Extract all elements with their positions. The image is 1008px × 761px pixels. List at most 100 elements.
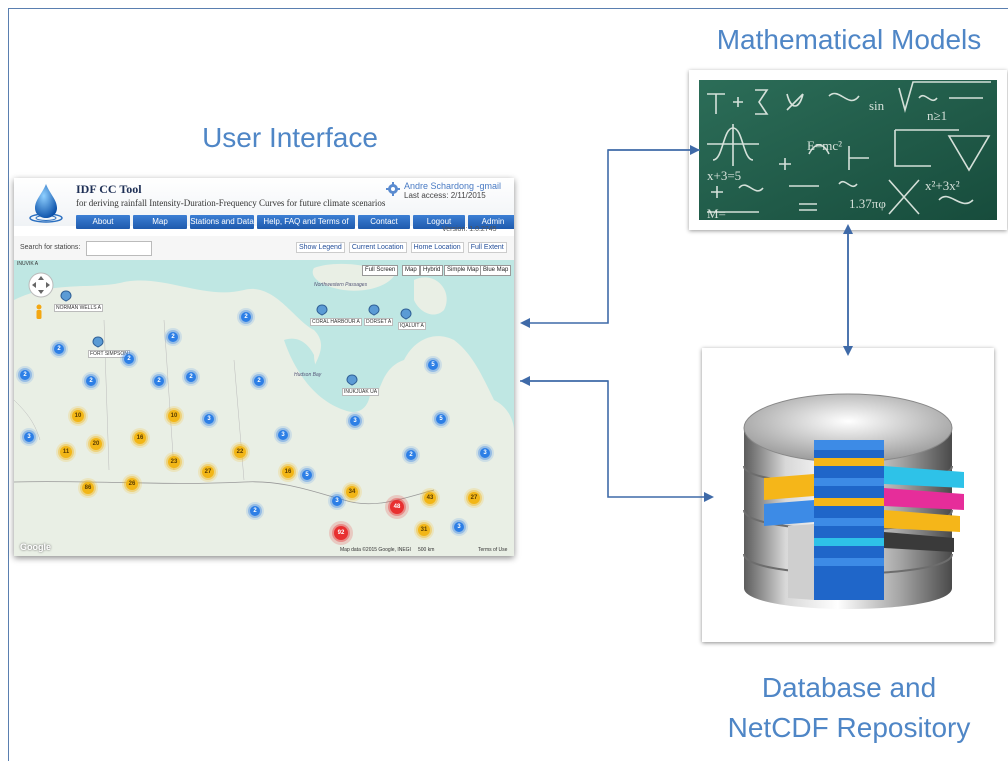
cluster-marker[interactable]: 5 xyxy=(302,470,312,480)
cluster-marker[interactable]: 3 xyxy=(278,430,288,440)
map-label-coral-harbour: CORAL HARBOUR A xyxy=(310,318,362,326)
street-view-pegman-icon[interactable] xyxy=(34,304,44,320)
cluster-marker[interactable]: 86 xyxy=(82,482,94,494)
cluster-marker[interactable]: 92 xyxy=(334,526,348,540)
full-extent-button[interactable]: Full Extent xyxy=(467,242,507,253)
nav-admin[interactable]: Admin xyxy=(468,215,514,229)
cluster-marker[interactable]: 2 xyxy=(250,506,260,516)
database-title-line1: Database and xyxy=(761,672,937,703)
mathematical-models-image: E=mc² x+3=5 sin x²+3x² 1.37πφ M= n≥1 xyxy=(689,70,1007,230)
cluster-marker[interactable]: 2 xyxy=(406,450,416,460)
station-marker-icon[interactable] xyxy=(346,374,358,386)
cluster-marker[interactable]: 27 xyxy=(202,466,214,478)
cluster-marker[interactable]: 23 xyxy=(168,456,180,468)
home-location-button[interactable]: Home Location xyxy=(410,242,464,253)
svg-text:E=mc²: E=mc² xyxy=(807,138,842,153)
search-bar: Search for stations: Show Legend Current… xyxy=(14,236,514,261)
map-type-map[interactable]: Map xyxy=(402,265,420,276)
cluster-marker[interactable]: 16 xyxy=(134,432,146,444)
map-controls: Show Legend Current Location Home Locati… xyxy=(296,242,507,253)
cluster-marker[interactable]: 3 xyxy=(454,522,464,532)
station-marker-icon[interactable] xyxy=(60,290,72,302)
app-subtitle: for deriving rainfall Intensity-Duration… xyxy=(76,198,386,208)
pan-control-icon[interactable] xyxy=(28,272,54,298)
cluster-marker[interactable]: 31 xyxy=(418,524,430,536)
last-access-text: Last access: 2/11/2015 xyxy=(404,191,486,200)
station-map[interactable]: Full Screen Map Hybrid Simple Map Blue M… xyxy=(14,260,514,556)
map-label-inukjuak: INUKJUAK UA xyxy=(342,388,380,396)
station-marker-icon[interactable] xyxy=(92,336,104,348)
main-nav: About Map Stations and Data Help, FAQ an… xyxy=(76,215,514,240)
station-marker-icon[interactable] xyxy=(316,304,328,316)
chalkboard-equations-icon: E=mc² x+3=5 sin x²+3x² 1.37πφ M= n≥1 xyxy=(699,80,997,220)
station-search-input[interactable] xyxy=(86,241,152,256)
cluster-marker[interactable]: 2 xyxy=(154,376,164,386)
mathematical-models-title: Mathematical Models xyxy=(716,24,982,55)
map-type-blue[interactable]: Blue Map xyxy=(480,265,512,276)
cluster-marker[interactable]: 3 xyxy=(350,416,360,426)
cluster-marker[interactable]: 16 xyxy=(282,466,294,478)
user-interface-title: User Interface xyxy=(202,122,378,153)
cluster-marker[interactable]: 5 xyxy=(428,360,438,370)
svg-text:1.37πφ: 1.37πφ xyxy=(849,196,886,211)
cluster-marker[interactable]: 3 xyxy=(332,496,342,506)
nav-help-faq[interactable]: Help, FAQ and Terms of Use xyxy=(257,215,355,240)
cluster-marker[interactable]: 2 xyxy=(168,332,178,342)
nav-stations-and-data[interactable]: Stations and Data xyxy=(190,215,254,229)
svg-text:n≥1: n≥1 xyxy=(927,108,947,123)
svg-text:M=: M= xyxy=(707,206,726,220)
current-location-button[interactable]: Current Location xyxy=(348,242,407,253)
cluster-marker[interactable]: 26 xyxy=(126,478,138,490)
map-label-inuvik: INUVIK A xyxy=(17,261,39,267)
cluster-marker[interactable]: 22 xyxy=(234,446,246,458)
cluster-marker[interactable]: 3 xyxy=(480,448,490,458)
map-text-northwestern-passages: Northwestern Passages xyxy=(314,282,368,288)
nav-about[interactable]: About xyxy=(76,215,130,229)
raindrop-logo-icon xyxy=(29,184,63,223)
full-screen-button[interactable]: Full Screen xyxy=(362,265,399,276)
cluster-marker[interactable]: 20 xyxy=(90,438,102,450)
map-scale-text: 500 km xyxy=(418,547,435,553)
database-image xyxy=(702,348,994,642)
google-logo: Google xyxy=(20,542,51,552)
cluster-marker[interactable]: 2 xyxy=(254,376,264,386)
cluster-marker[interactable]: 48 xyxy=(390,500,404,514)
cluster-marker[interactable]: 2 xyxy=(124,354,134,364)
search-label: Search for stations: xyxy=(20,244,81,251)
nav-logout[interactable]: Logout xyxy=(413,215,465,229)
cluster-marker[interactable]: 3 xyxy=(204,414,214,424)
arrow-models-to-ui xyxy=(520,149,700,328)
cluster-marker[interactable]: 5 xyxy=(436,414,446,424)
version-text: Version: 1.0.2745 xyxy=(442,226,497,233)
cluster-marker[interactable]: 2 xyxy=(241,312,251,322)
gear-icon[interactable] xyxy=(386,182,400,196)
cluster-marker[interactable]: 2 xyxy=(20,370,30,380)
svg-text:x²+3x²: x²+3x² xyxy=(925,178,960,193)
user-name-link[interactable]: Andre Schardong -gmail xyxy=(404,181,502,191)
station-marker-icon[interactable] xyxy=(400,308,412,320)
svg-text:sin: sin xyxy=(869,98,885,113)
idf-cc-tool-screenshot: IDF CC Tool for deriving rainfall Intens… xyxy=(14,178,514,556)
diagram-frame xyxy=(8,8,1008,761)
terms-of-use-link[interactable]: Terms of Use xyxy=(478,547,508,553)
svg-text:x+3=5: x+3=5 xyxy=(707,168,741,183)
nav-contact[interactable]: Contact xyxy=(358,215,410,229)
show-legend-button[interactable]: Show Legend xyxy=(296,242,345,253)
cluster-marker[interactable]: 43 xyxy=(424,492,436,504)
cluster-marker[interactable]: 34 xyxy=(346,486,358,498)
cluster-marker[interactable]: 27 xyxy=(468,492,480,504)
map-type-hybrid[interactable]: Hybrid xyxy=(420,265,444,276)
cluster-marker[interactable]: 2 xyxy=(54,344,64,354)
nav-map[interactable]: Map xyxy=(133,215,187,229)
map-label-iqaluit: IQALUIT A xyxy=(398,322,426,330)
station-marker-icon[interactable] xyxy=(368,304,380,316)
database-title: Database and NetCDF Repository xyxy=(690,668,1008,748)
app-name: IDF CC Tool xyxy=(76,182,142,196)
cluster-marker[interactable]: 3 xyxy=(24,432,34,442)
cluster-marker[interactable]: 10 xyxy=(72,410,84,422)
cluster-marker[interactable]: 11 xyxy=(60,446,72,458)
cluster-marker[interactable]: 10 xyxy=(168,410,180,422)
cluster-marker[interactable]: 2 xyxy=(86,376,96,386)
cluster-marker[interactable]: 2 xyxy=(186,372,196,382)
arrow-ui-to-database xyxy=(520,380,714,502)
